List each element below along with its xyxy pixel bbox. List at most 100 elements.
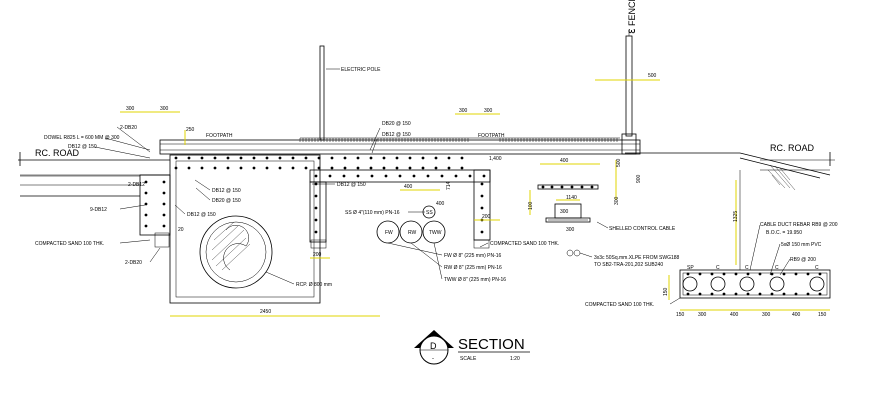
rebar-dot [382, 166, 386, 170]
rebar-dot [434, 156, 438, 160]
dim-150-a: 150 [676, 312, 685, 318]
pipe-tag-tww: TWW [429, 230, 442, 236]
dimension-lines [120, 79, 830, 317]
dim-250: 250 [186, 127, 195, 133]
rebar-dot [162, 224, 166, 228]
rebar-dot [770, 272, 774, 276]
section-sheet: - [432, 356, 434, 362]
rebar-dot [398, 174, 402, 178]
dim-714: 714 [446, 181, 452, 190]
dim-150-v: 150 [663, 287, 669, 296]
rebar-dot [560, 185, 564, 189]
duct-tag-c2: C [745, 265, 749, 271]
rebar-dot [187, 156, 191, 160]
rebar-dot [421, 166, 425, 170]
rebar-dot [758, 272, 762, 276]
rebar-dot [550, 185, 554, 189]
electric-pole-label: ELECTRIC POLE [341, 67, 381, 73]
rebar-dot [460, 156, 464, 160]
dim-400-b: 400 [404, 184, 413, 190]
footpath-label-1: FOOTPATH [206, 133, 233, 139]
rebar-dot [356, 156, 360, 160]
dim-150-b: 150 [818, 312, 827, 318]
rebar-dot [162, 180, 166, 184]
rebar-dot [480, 230, 484, 234]
rebar-dot [370, 174, 374, 178]
leader-lines [94, 126, 791, 305]
db12-top-mid-label: DB12 @ 150 [382, 132, 411, 138]
dim-400-mid: 400 [560, 158, 569, 164]
rebar-dot [447, 156, 451, 160]
rebar-dot [734, 292, 738, 296]
dim-300-b: 300 [160, 106, 169, 112]
shelled-cable-label: SHELLED CONTROL CABLE [609, 226, 676, 232]
rebar-dot [278, 156, 282, 160]
rebar-dot [710, 292, 714, 296]
rebar-dot [314, 230, 318, 234]
rebar-dot [304, 156, 308, 160]
rebar-dot [304, 166, 308, 170]
footpath-slab [159, 137, 641, 155]
rebar-dot [782, 292, 786, 296]
rebar-dot [239, 156, 243, 160]
dim-300-e: 300 [698, 312, 707, 318]
rebar-dot [382, 156, 386, 160]
rebar-dot [590, 185, 594, 189]
electric-pole [319, 45, 340, 141]
rebar-dot [746, 292, 750, 296]
rebar-dot [412, 174, 416, 178]
rebar-dot [343, 156, 347, 160]
fw-pipe-label: FW Ø 8" (225 mm) PN-16 [444, 253, 502, 259]
rebar-dot [174, 156, 178, 160]
rebar-dot [226, 156, 230, 160]
rebar-dot [343, 166, 347, 170]
duct-tag-sp: SP [687, 265, 694, 271]
nine-db12-label: 9-DB12 [90, 207, 107, 213]
dim-300-d: 300 [484, 108, 493, 114]
rebar-dot [794, 272, 798, 276]
compacted-sand-left-label: COMPACTED SAND 100 THK. [35, 241, 104, 247]
db12-mid-label: DB12 @ 150 [337, 182, 366, 188]
rebar-dot [369, 166, 373, 170]
rebar-dot [421, 156, 425, 160]
rebar-dot [314, 218, 318, 222]
dim-20: 20 [178, 227, 184, 233]
db20-top-mid-label: DB20 @ 150 [382, 121, 411, 127]
rebar-dot [226, 166, 230, 170]
dim-200-b: 200 [482, 214, 491, 220]
dim-300-c: 300 [459, 108, 468, 114]
db12-pipe-b-label: DB12 @ 150 [187, 212, 216, 218]
xlpe-label-2: TO SB2-TRA-201,202 SUB240 [594, 262, 663, 268]
rebar-dot [330, 166, 334, 170]
rebar-dot [174, 166, 178, 170]
dim-200-a: 200 [313, 252, 322, 258]
rebar-dot [144, 213, 148, 217]
two-db20-bottom-label: 2-DB20 [125, 260, 142, 266]
boc-label: B.O.C. = 19.950 [766, 230, 802, 236]
rebar-dot [342, 174, 346, 178]
rebar-dot [434, 166, 438, 170]
dim-500-v: 500 [616, 158, 622, 167]
section-title-block: D - SECTION SCALE 1:20 [414, 330, 530, 365]
footpath-label-2: FOOTPATH [478, 133, 505, 139]
rebar-dot [162, 191, 166, 195]
section-scale-label: SCALE [460, 356, 477, 362]
rebar-dot [710, 272, 714, 276]
road-label-left: RC. ROAD [35, 148, 80, 158]
tww-pipe-label: TWW Ø 8" (225 mm) PN-16 [444, 277, 506, 283]
rebar-dot [722, 272, 726, 276]
duct-tag-c1: C [716, 265, 720, 271]
rebar-dot [395, 166, 399, 170]
rebar-dot [480, 206, 484, 210]
rebar-dot [330, 156, 334, 160]
rebar-dot [408, 156, 412, 160]
rebar-dot [384, 174, 388, 178]
rebar-dot [686, 272, 690, 276]
rebar-dot [460, 166, 464, 170]
rebar-dot [468, 174, 472, 178]
xlpe-label-1: 3x3c 50Sq.mm.XLPE FROM SWG188 [594, 255, 680, 261]
rebar-dot [770, 292, 774, 296]
rebar-dot [698, 272, 702, 276]
rebar-dot [580, 185, 584, 189]
